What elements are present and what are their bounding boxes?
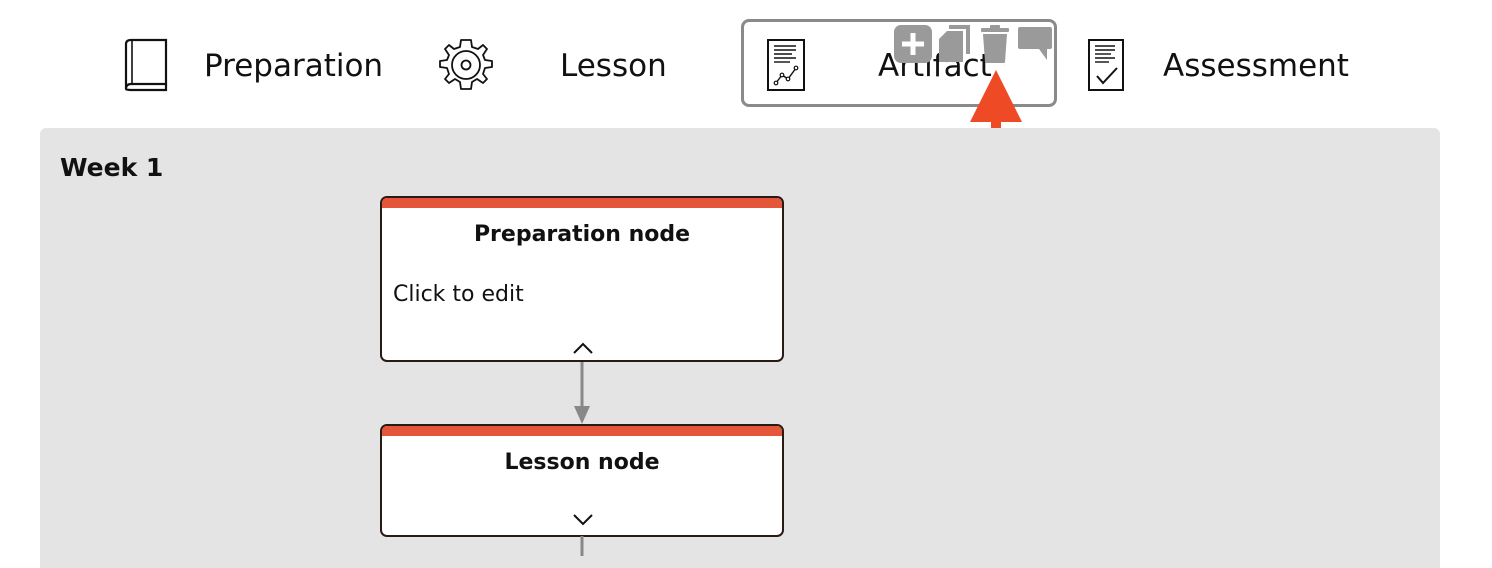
node-title: Preparation node [473, 222, 691, 247]
connector-arrow-icon [574, 362, 590, 424]
node-description[interactable]: Click to edit [393, 282, 524, 307]
copy-icon[interactable] [937, 24, 973, 64]
trash-icon[interactable] [979, 24, 1011, 64]
node-title: Lesson node [504, 450, 660, 475]
checklist-document-icon[interactable] [1087, 38, 1127, 92]
artifact-document-icon[interactable] [766, 38, 806, 92]
node-accent-bar [382, 198, 782, 208]
tool-label-preparation[interactable]: Preparation [204, 48, 384, 84]
connector-line [580, 536, 584, 556]
node-card-lesson[interactable]: Lesson node [380, 424, 784, 537]
add-icon[interactable] [893, 24, 933, 64]
week-title: Week 1 [60, 153, 164, 182]
tool-label-assessment[interactable]: Assessment [1163, 48, 1349, 84]
chevron-down-icon[interactable] [571, 512, 595, 528]
chevron-up-icon[interactable] [571, 340, 595, 356]
tool-label-lesson[interactable]: Lesson [560, 48, 667, 84]
gear-icon[interactable] [437, 37, 495, 93]
node-accent-bar [382, 426, 782, 436]
node-card-preparation[interactable]: Preparation node Click to edit [380, 196, 784, 362]
book-icon[interactable] [122, 38, 172, 92]
comment-icon[interactable] [1017, 24, 1053, 64]
node-toolbar: Preparation Lesson Artifact [0, 0, 1492, 128]
